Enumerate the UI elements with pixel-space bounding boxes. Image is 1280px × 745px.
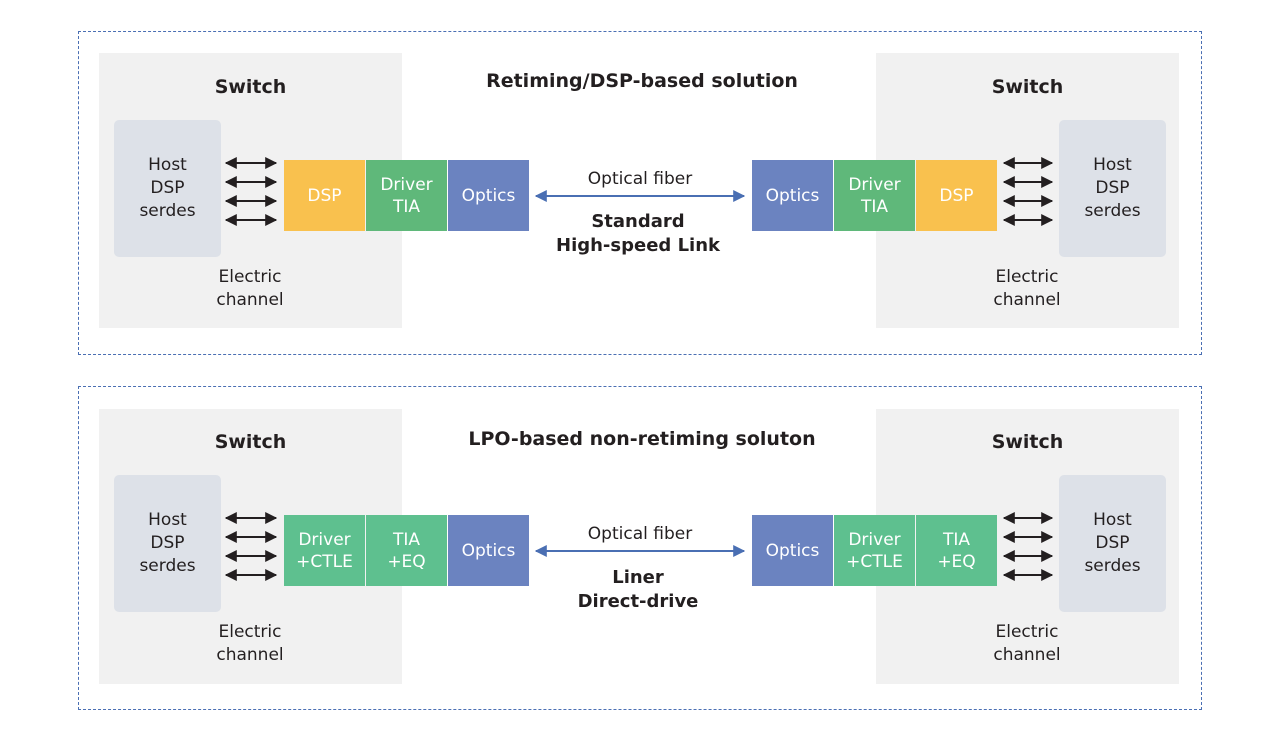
top-left-dsp-block: DSP [284, 160, 365, 231]
bottom-left-switch-title: Switch [214, 431, 287, 453]
bottom-panel [78, 386, 1202, 710]
bottom-solution-title: LPO-based non-retiming soluton [468, 428, 816, 450]
top-link-label: Standard High-speed Link [556, 211, 720, 256]
top-right-channel: Electric channel [993, 267, 1061, 310]
bottom-fiber-label: Optical fiber [587, 524, 693, 544]
bottom-left-optics-block: Optics [448, 515, 529, 586]
top-left-driver-block: Driver TIA [366, 160, 447, 231]
top-right-switch-title: Switch [991, 76, 1064, 98]
bottom-right-optics-block: Optics [752, 515, 833, 586]
bottom-right-switch-title: Switch [991, 431, 1064, 453]
bottom-link-label: Liner Direct-drive [577, 567, 699, 612]
bottom-right-tia-eq-block: TIA +EQ [916, 515, 997, 586]
bottom-left-host: Host DSP serdes [114, 475, 221, 612]
top-left-channel: Electric channel [216, 267, 284, 310]
bottom-left-driver-ctle-block: Driver +CTLE [284, 515, 365, 586]
top-left-switch-title: Switch [214, 76, 287, 98]
bottom-left-tia-eq-block: TIA +EQ [366, 515, 447, 586]
bottom-right-driver-ctle-block: Driver +CTLE [834, 515, 915, 586]
bottom-right-channel: Electric channel [993, 622, 1061, 665]
top-solution-title: Retiming/DSP-based solution [486, 70, 798, 92]
bottom-left-channel: Electric channel [216, 622, 284, 665]
top-right-dsp-block: DSP [916, 160, 997, 231]
top-panel [78, 31, 1202, 355]
top-left-optics-block: Optics [448, 160, 529, 231]
bottom-right-host: Host DSP serdes [1059, 475, 1166, 612]
top-left-host: Host DSP serdes [114, 120, 221, 257]
top-fiber-label: Optical fiber [587, 169, 693, 189]
top-right-optics-block: Optics [752, 160, 833, 231]
top-right-driver-block: Driver TIA [834, 160, 915, 231]
top-right-host: Host DSP serdes [1059, 120, 1166, 257]
